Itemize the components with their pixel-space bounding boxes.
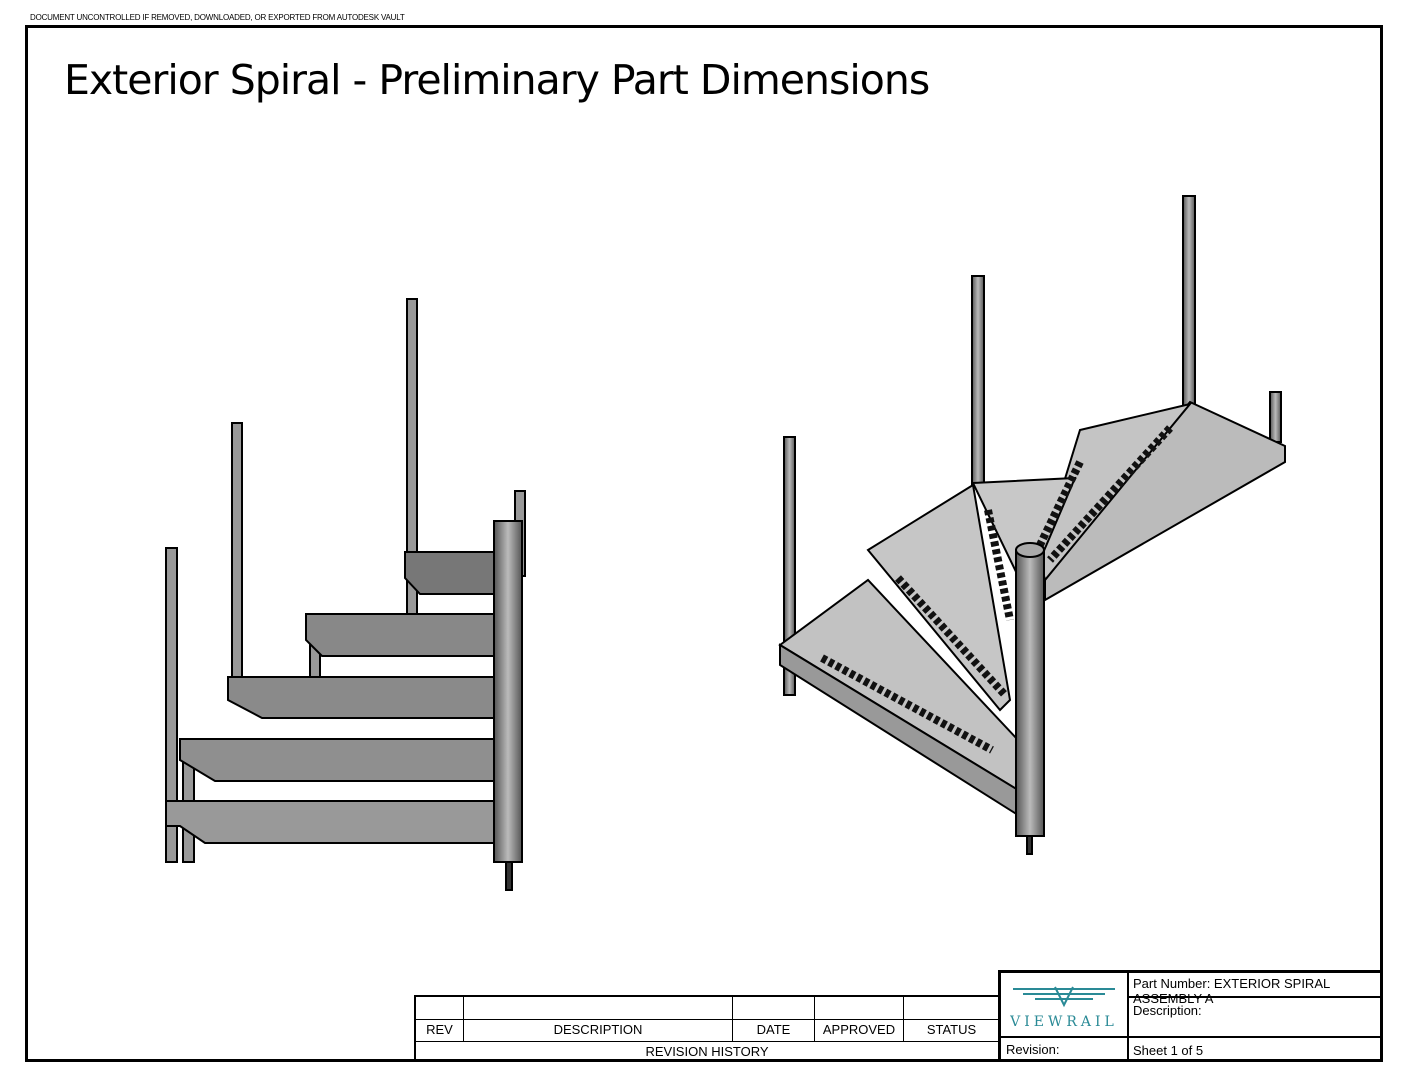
baluster [1269, 391, 1282, 443]
baluster [165, 547, 178, 863]
status-header: STATUS [926, 1022, 977, 1037]
title-block: VIEWRAIL Part Number: EXTERIOR SPIRAL AS… [998, 970, 1383, 1062]
baluster [231, 422, 243, 684]
date-header: DATE [756, 1022, 791, 1037]
baluster [783, 436, 796, 696]
revision-history-table: REV DESCRIPTION DATE APPROVED STATUS REV… [414, 995, 1000, 1062]
revision-history-label: REVISION HISTORY [645, 1044, 769, 1059]
column-anchor [505, 861, 513, 891]
grip-strips [820, 425, 1173, 754]
tread [179, 738, 503, 782]
tread [165, 800, 507, 844]
center-column [493, 520, 523, 863]
uncontrolled-notice: DOCUMENT UNCONTROLLED IF REMOVED, DOWNLO… [30, 13, 405, 22]
baluster [1182, 195, 1196, 407]
tread [866, 483, 1012, 712]
viewrail-logo: VIEWRAIL [1007, 983, 1121, 1031]
side-elevation-view [165, 298, 526, 891]
page-title: Exterior Spiral - Preliminary Part Dimen… [64, 56, 930, 104]
center-column [1015, 549, 1045, 837]
isometric-view [778, 195, 1286, 855]
column-cap [1015, 542, 1045, 558]
baluster [971, 275, 985, 487]
description-label: Description: [1133, 1003, 1202, 1018]
column-anchor [1026, 835, 1033, 855]
tread [227, 676, 499, 719]
rev-header: REV [426, 1022, 453, 1037]
tread [404, 551, 495, 595]
approved-header: APPROVED [822, 1022, 896, 1037]
tread [305, 613, 497, 657]
logo-text: VIEWRAIL [1010, 1014, 1118, 1030]
part-number: Part Number: EXTERIOR SPIRAL ASSEMBLY A [1133, 976, 1330, 1006]
description-header: DESCRIPTION [553, 1022, 643, 1037]
revision-label: Revision: [1006, 1042, 1060, 1057]
sheet-number: Sheet 1 of 5 [1133, 1043, 1204, 1058]
wing-logo-icon [1013, 986, 1115, 1008]
